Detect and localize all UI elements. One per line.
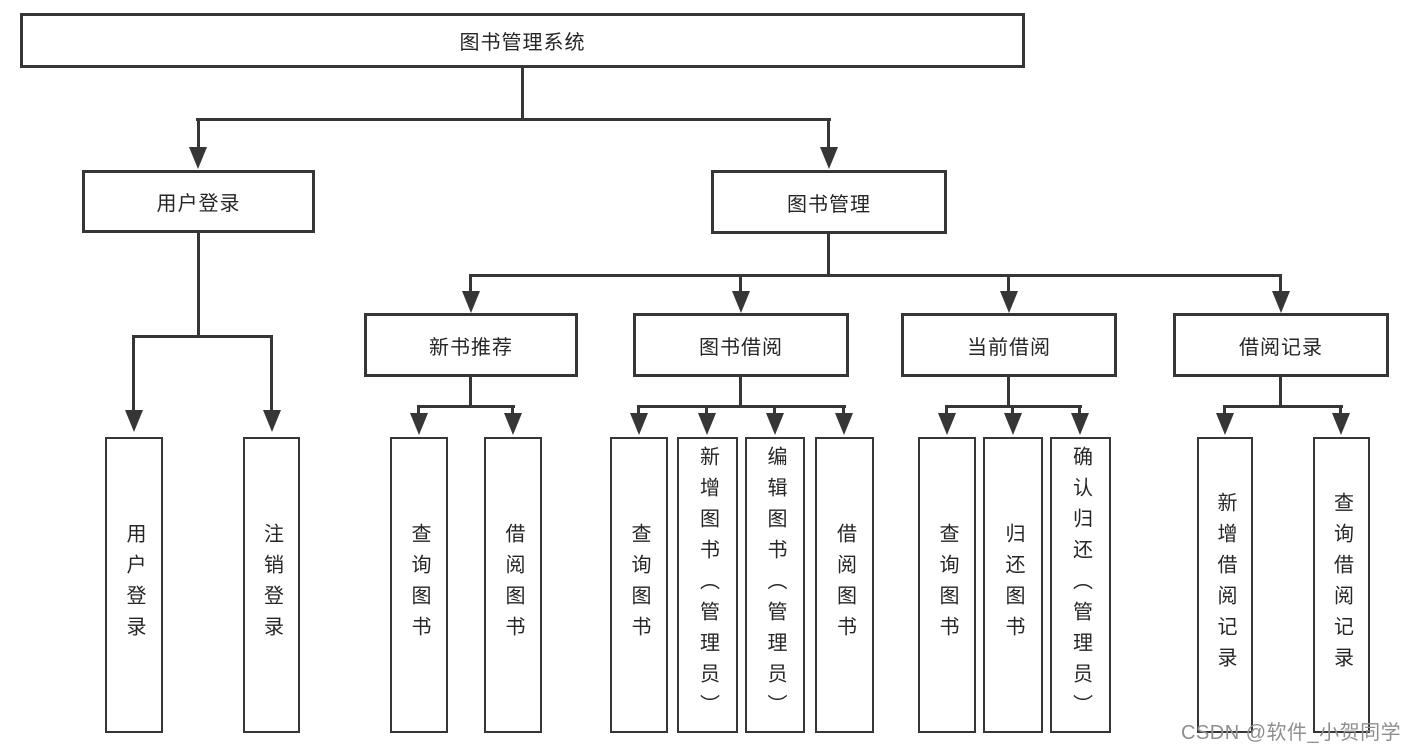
node-borrow-books-borrowing: 借阅图书: [815, 437, 874, 733]
arrow-down-icon: [1004, 413, 1022, 435]
arrow-down-icon: [630, 413, 648, 435]
node-label: 确认归还（管理员）: [1069, 445, 1092, 725]
connector-drop: [417, 405, 420, 414]
node-label: 归还图书: [1002, 523, 1024, 647]
node-borrowing-records: 借阅记录: [1173, 313, 1389, 377]
node-label: 编辑图书（管理员）: [764, 445, 786, 725]
node-book-management: 图书管理: [711, 170, 947, 234]
connector-book-management-stem: [827, 234, 830, 274]
arrow-down-new-book-recommend-icon: [462, 291, 480, 313]
connector-drop: [705, 405, 708, 414]
arrow-down-icon: [835, 413, 853, 435]
arrow-down-icon: [766, 413, 784, 435]
connector-drop-current-borrowing: [1007, 274, 1010, 292]
node-label: 当前借阅: [967, 336, 1051, 359]
connector-book-borrowing-branch: [637, 405, 846, 408]
arrow-down-book-borrowing-icon: [732, 291, 750, 313]
node-new-book-recommend: 新书推荐: [364, 313, 578, 377]
watermark-text: CSDN @软件_小贺同学: [1181, 722, 1402, 744]
node-label: 图书借阅: [699, 336, 783, 359]
node-query-books-current: 查询图书: [918, 437, 976, 733]
node-user-login: 用户登录: [82, 170, 315, 233]
connector-drop: [637, 405, 640, 414]
arrow-down-logout-action-icon: [263, 410, 281, 432]
node-edit-books-admin: 编辑图书（管理员）: [745, 437, 805, 733]
connector-current-borrowing-stem: [1007, 377, 1010, 405]
arrow-down-login-action-icon: [125, 410, 143, 432]
node-label: 新增图书（管理员）: [696, 445, 719, 725]
connector-drop-borrowing-records: [1279, 274, 1282, 292]
arrow-down-icon: [504, 413, 522, 435]
connector-drop: [1339, 405, 1342, 414]
connector-drop-logout-action: [270, 335, 273, 411]
node-query-books-recommend: 查询图书: [390, 437, 448, 733]
node-label: 查询图书: [628, 523, 650, 647]
arrow-down-current-borrowing-icon: [1000, 291, 1018, 313]
arrow-down-icon: [698, 413, 716, 435]
connector-root-branch: [196, 118, 831, 121]
connector-drop-login-action: [132, 335, 135, 411]
connector-drop: [1011, 405, 1014, 414]
connector-drop: [945, 405, 948, 414]
connector-drop: [511, 405, 514, 414]
connector-drop: [773, 405, 776, 414]
connector-drop: [1223, 405, 1226, 414]
connector-borrowing-records-branch: [1223, 405, 1343, 408]
arrow-down-icon: [938, 413, 956, 435]
node-label: 查询图书: [936, 523, 958, 647]
arrow-down-borrowing-records-icon: [1272, 291, 1290, 313]
arrow-down-icon: [1216, 413, 1234, 435]
node-current-borrowing: 当前借阅: [901, 313, 1117, 377]
node-logout-action: 注销登录: [243, 437, 300, 733]
node-label: 图书管理系统: [459, 32, 586, 54]
node-book-borrowing: 图书借阅: [633, 313, 849, 377]
arrow-down-book-management-icon: [820, 147, 838, 169]
node-borrow-books-recommend: 借阅图书: [484, 437, 542, 733]
node-return-books: 归还图书: [983, 437, 1043, 733]
connector-book-borrowing-stem: [739, 377, 742, 405]
node-label: 借阅图书: [502, 523, 524, 647]
node-query-books-borrowing: 查询图书: [610, 437, 668, 733]
arrow-down-icon: [1332, 413, 1350, 435]
arrow-down-icon: [410, 413, 428, 435]
node-label: 用户登录: [156, 193, 241, 215]
arrow-down-icon: [1071, 413, 1089, 435]
connector-drop-new-book-recommend: [469, 274, 472, 292]
connector-drop-book-borrowing: [739, 274, 742, 292]
node-label: 查询借阅记录: [1330, 492, 1353, 678]
connector-new-book-recommend-branch: [417, 405, 515, 408]
node-user-login-action: 用户登录: [105, 437, 163, 733]
connector-book-management-branch: [469, 274, 1282, 277]
arrow-down-user-login-icon: [189, 147, 207, 169]
node-label: 新增借阅记录: [1214, 492, 1236, 678]
node-book-management-system: 图书管理系统: [20, 13, 1025, 68]
connector-user-login-stem: [197, 233, 200, 335]
node-add-borrow-record: 新增借阅记录: [1197, 437, 1253, 733]
node-query-borrow-record: 查询借阅记录: [1313, 437, 1370, 733]
connector-drop: [1078, 405, 1081, 414]
node-label: 图书管理: [787, 193, 871, 216]
connector-drop: [842, 405, 845, 414]
node-label: 查询图书: [408, 523, 430, 647]
node-label: 借阅图书: [833, 523, 856, 647]
node-label: 借阅记录: [1239, 336, 1323, 359]
node-label: 注销登录: [260, 523, 283, 647]
connector-new-book-recommend-stem: [469, 377, 472, 405]
node-add-books-admin: 新增图书（管理员）: [677, 437, 738, 733]
connector-drop-book-management: [827, 118, 830, 148]
connector-root-stem: [521, 68, 524, 118]
connector-drop-user-login: [197, 118, 200, 148]
node-label: 新书推荐: [429, 336, 513, 359]
connector-user-login-branch: [132, 335, 273, 338]
node-confirm-return-admin: 确认归还（管理员）: [1050, 437, 1111, 733]
node-label: 用户登录: [123, 523, 145, 647]
connector-borrowing-records-stem: [1279, 377, 1282, 405]
